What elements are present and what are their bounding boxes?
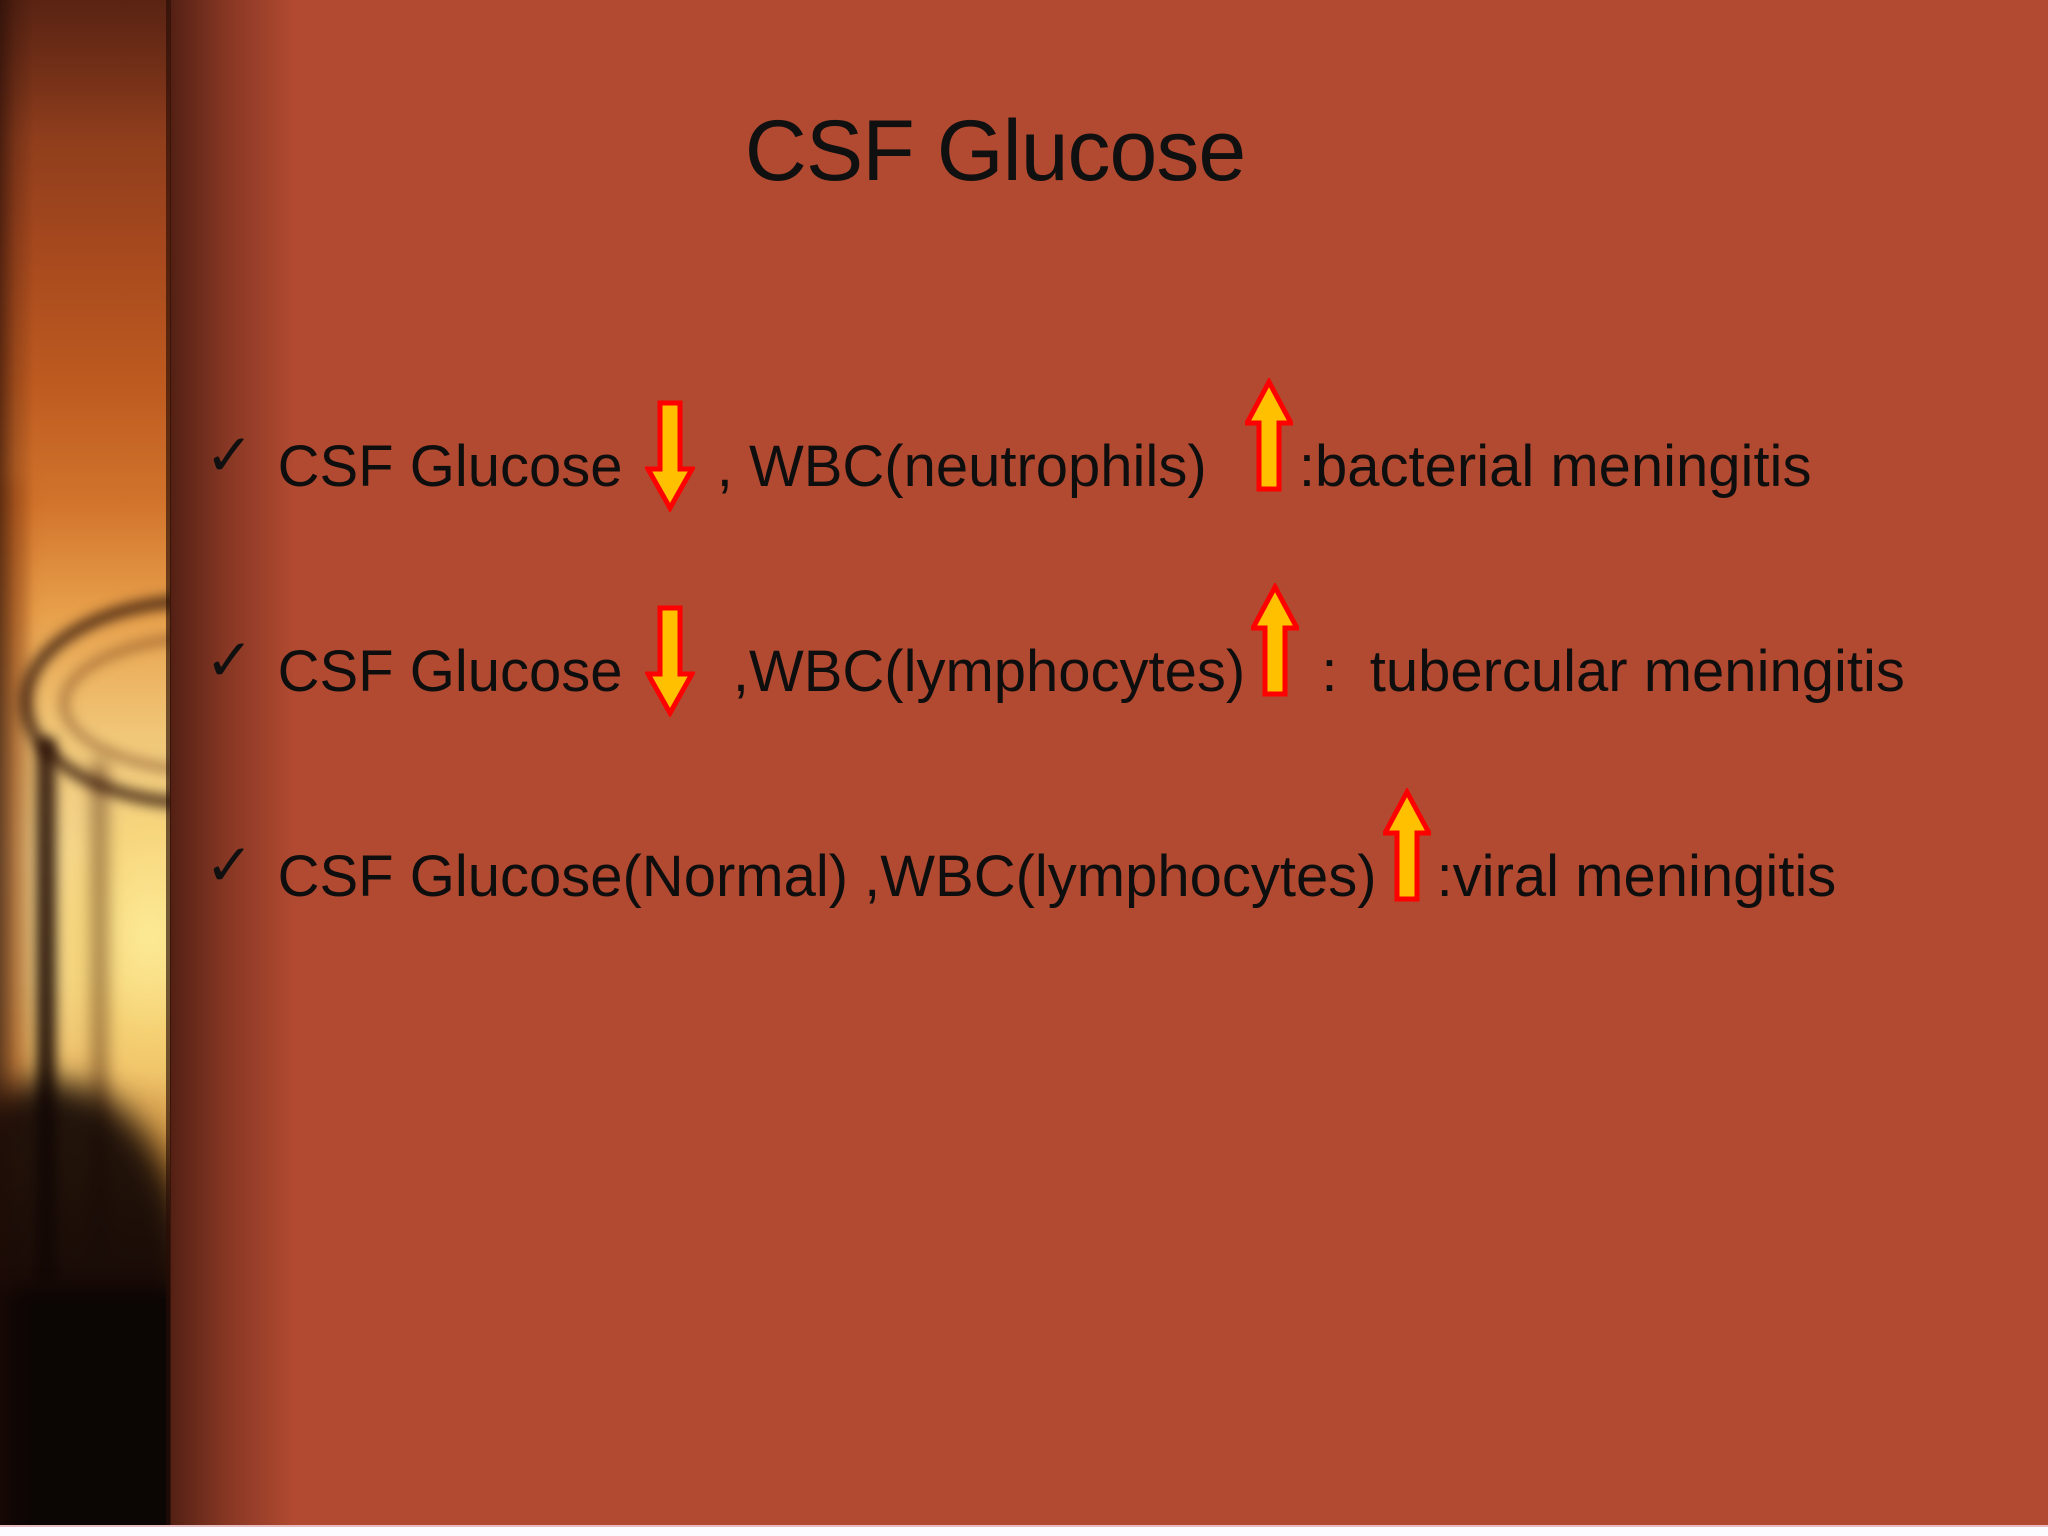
bullet-text: :bacterial meningitis: [1298, 434, 1812, 499]
up-arrow-icon: [1382, 787, 1431, 901]
bullet-text: :viral meningitis: [1436, 844, 1837, 909]
checkmark-icon: ✓: [205, 421, 254, 489]
bullet-text: CSF Glucose: [277, 434, 639, 499]
up-arrow-icon: [1251, 582, 1300, 696]
bullet-text: : tubercular meningitis: [1305, 639, 1905, 704]
checkmark-icon: ✓: [205, 831, 254, 899]
up-arrow-icon: [1244, 377, 1293, 491]
bullet-item-bacterial: ✓ CSF Glucose , WBC(neutrophils) :bacter…: [205, 377, 1812, 527]
bullet-text: CSF Glucose(Normal) ,WBC(lymphocytes): [277, 844, 1377, 909]
bullet-item-viral: ✓ CSF Glucose(Normal) ,WBC(lymphocytes) …: [205, 787, 1837, 937]
photo-edge-line: [166, 0, 171, 1527]
slide-title: CSF Glucose: [744, 103, 1246, 199]
bullet-text: , WBC(neutrophils): [700, 434, 1239, 499]
lab-glassware-photo: [0, 0, 170, 1527]
bullet-text: CSF Glucose: [277, 639, 639, 704]
bottom-bar: [0, 1525, 2048, 1536]
down-arrow-icon: [644, 400, 695, 512]
bullet-text: ,WBC(lymphocytes): [700, 639, 1246, 704]
photo-edge-shadow: [170, 0, 295, 1527]
bullet-item-tubercular: ✓ CSF Glucose ,WBC(lymphocytes) : tuberc…: [205, 582, 1905, 732]
down-arrow-icon: [644, 605, 695, 717]
photo-vignette: [0, 0, 170, 1527]
checkmark-icon: ✓: [205, 626, 254, 694]
